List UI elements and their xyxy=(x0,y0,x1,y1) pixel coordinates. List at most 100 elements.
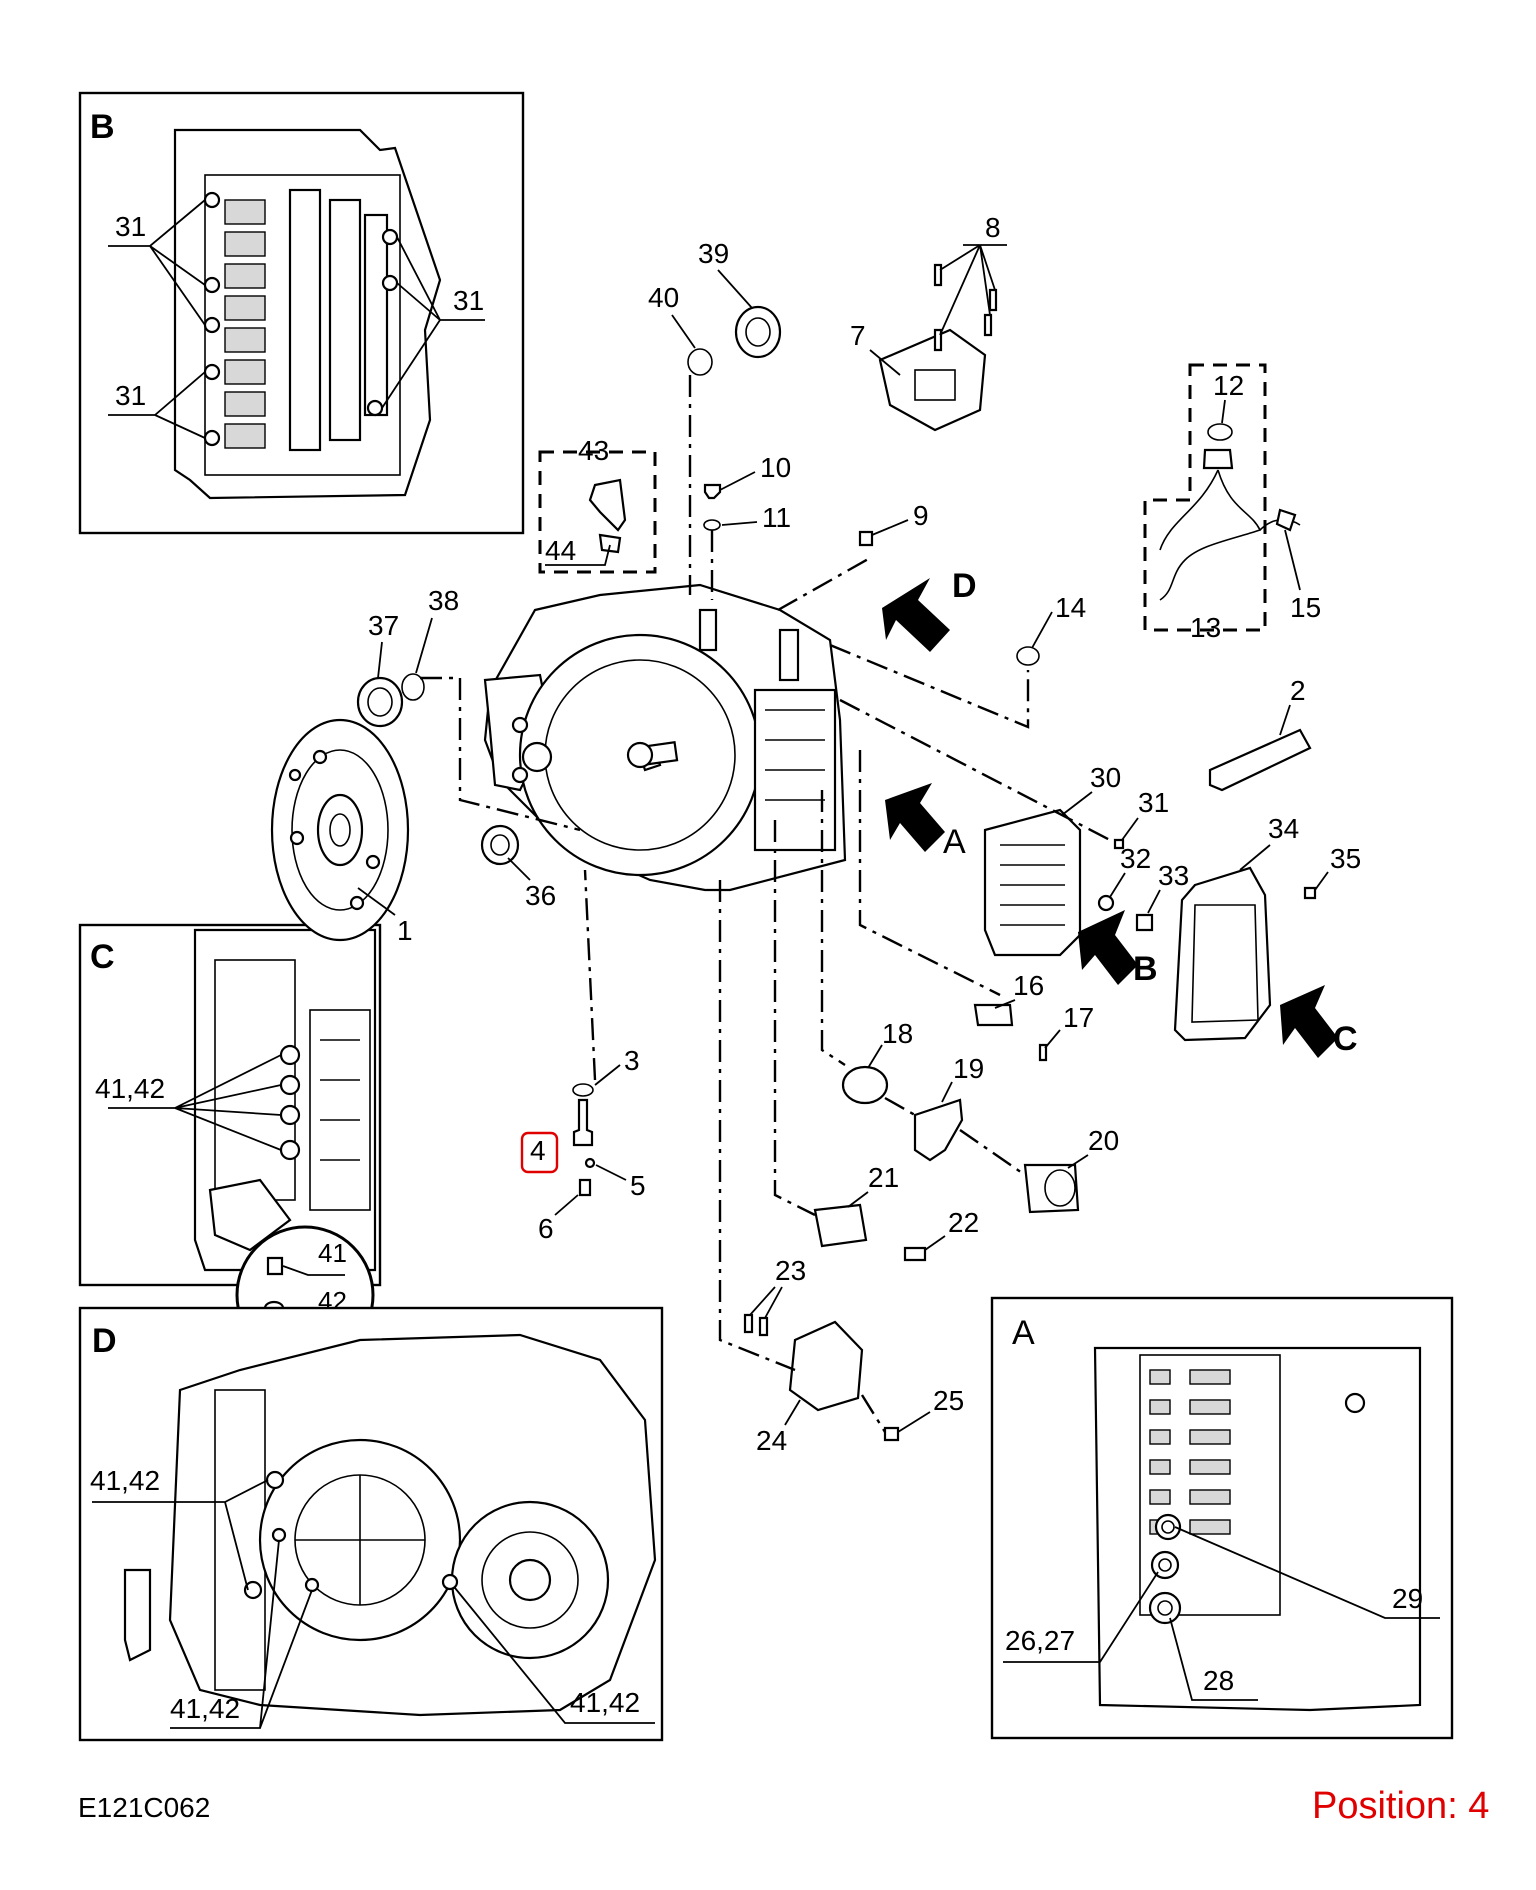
bolt-31 xyxy=(1113,838,1125,850)
bushing-18 xyxy=(841,1065,889,1105)
inset-a-callout-28: 28 xyxy=(1203,1665,1234,1696)
control-module-7 xyxy=(878,328,987,432)
highlight-box-4 xyxy=(520,1131,559,1174)
callout-23: 23 xyxy=(775,1255,806,1286)
dashed-group-43-44 xyxy=(538,450,657,574)
callout-34: 34 xyxy=(1268,813,1299,844)
inset-a-callout-26-27: 26,27 xyxy=(1005,1625,1075,1656)
callout-1: 1 xyxy=(397,915,413,946)
transaxle-housing xyxy=(483,583,847,892)
callout-5: 5 xyxy=(630,1170,646,1201)
inset-b: B 31 31 31 xyxy=(78,91,525,535)
breather-43 xyxy=(588,478,627,532)
callout-33: 33 xyxy=(1158,860,1189,891)
drawing-code: E121C062 xyxy=(78,1792,210,1823)
callout-22: 22 xyxy=(948,1207,979,1238)
view-arrow-b-label: B xyxy=(1133,950,1158,988)
callout-24: 24 xyxy=(756,1425,787,1456)
callout-13: 13 xyxy=(1190,612,1221,643)
view-arrow-d-label: D xyxy=(952,567,977,605)
bolt-17 xyxy=(1038,1043,1048,1062)
plug-20 xyxy=(1023,1163,1080,1214)
callout-8: 8 xyxy=(985,212,1001,243)
inset-c-callout-41-42: 41,42 xyxy=(95,1073,165,1104)
callout-31: 31 xyxy=(1138,787,1169,818)
callout-16: 16 xyxy=(1013,970,1044,1001)
dashed-group-12-13 xyxy=(1143,363,1267,632)
bolt-8a xyxy=(933,263,943,287)
bracket-19 xyxy=(913,1098,964,1162)
valve-body-30 xyxy=(983,808,1082,957)
callout-39: 39 xyxy=(698,238,729,269)
view-arrow-b: B xyxy=(1078,910,1158,988)
actuator-24 xyxy=(788,1320,864,1412)
sleeve-21 xyxy=(813,1203,868,1248)
plug-9 xyxy=(858,530,874,547)
callout-20: 20 xyxy=(1088,1125,1119,1156)
clip-44 xyxy=(598,533,622,554)
callout-25: 25 xyxy=(933,1385,964,1416)
inset-a-letter: A xyxy=(1012,1314,1035,1352)
inset-d-callout-41-42-right: 41,42 xyxy=(570,1687,640,1718)
solenoid-33 xyxy=(1135,913,1154,932)
bolt-22 xyxy=(903,1246,927,1262)
inset-a: A 29 26,27 28 xyxy=(990,1296,1454,1740)
callout-43: 43 xyxy=(578,435,609,466)
bolt-8c xyxy=(933,328,943,352)
washer-11 xyxy=(703,519,721,531)
o-ring-40 xyxy=(687,348,713,376)
callout-9: 9 xyxy=(913,500,929,531)
bolt-8b xyxy=(988,288,998,312)
oil-seal-36 xyxy=(480,824,520,866)
inset-b-callout-31-right: 31 xyxy=(453,285,484,316)
callout-11: 11 xyxy=(762,502,791,533)
oil-seal-39 xyxy=(734,305,782,359)
callout-38: 38 xyxy=(428,585,459,616)
callout-3: 3 xyxy=(624,1045,640,1076)
bolt-25 xyxy=(883,1426,900,1442)
callout-40: 40 xyxy=(648,282,679,313)
inset-d-callout-41-42-upper: 41,42 xyxy=(90,1465,160,1496)
inset-b-callout-31-lower: 31 xyxy=(115,380,146,411)
callout-32: 32 xyxy=(1120,843,1151,874)
view-arrow-c-label: C xyxy=(1333,1020,1358,1058)
o-ring-3 xyxy=(572,1083,594,1097)
connector-13 xyxy=(1202,448,1234,470)
sensor-16 xyxy=(973,1003,1014,1027)
callout-30: 30 xyxy=(1090,762,1121,793)
callout-10: 10 xyxy=(760,452,791,483)
inset-b-letter: B xyxy=(90,108,115,146)
callout-36: 36 xyxy=(525,880,556,911)
inset-d-letter: D xyxy=(92,1322,117,1360)
bolt-41-icon xyxy=(266,1256,284,1276)
clip-15 xyxy=(1275,508,1297,532)
inset-b-callout-31-upper: 31 xyxy=(115,211,146,242)
inset-c: C 41,42 xyxy=(78,923,382,1287)
callout-15: 15 xyxy=(1290,592,1321,623)
wire-harness-13 xyxy=(1159,469,1301,601)
o-ring-14 xyxy=(1016,646,1040,666)
plug-10 xyxy=(703,483,722,500)
washer-5 xyxy=(584,1157,596,1169)
view-arrow-d: D xyxy=(882,567,977,652)
callout-7: 7 xyxy=(850,320,866,351)
view-arrow-a-label: A xyxy=(943,823,966,861)
plug-6 xyxy=(578,1178,592,1197)
view-arrow-c: C xyxy=(1280,985,1358,1058)
callout-44: 44 xyxy=(545,535,576,566)
callout-14: 14 xyxy=(1055,592,1086,623)
bolt-8d xyxy=(983,313,993,337)
inset-d-callout-41-42-lower: 41,42 xyxy=(170,1693,240,1724)
callout-6: 6 xyxy=(538,1213,554,1244)
callout-18: 18 xyxy=(882,1018,913,1049)
inset-a-callout-29: 29 xyxy=(1392,1583,1423,1614)
view-arrow-a: A xyxy=(885,783,966,861)
tube-2 xyxy=(1208,728,1312,792)
bolt-35 xyxy=(1303,886,1317,900)
callout-37: 37 xyxy=(368,610,399,641)
callout-35: 35 xyxy=(1330,843,1361,874)
bolt-4 xyxy=(572,1098,594,1147)
callout-4: 4 xyxy=(530,1135,546,1166)
inset-c-letter: C xyxy=(90,938,115,976)
